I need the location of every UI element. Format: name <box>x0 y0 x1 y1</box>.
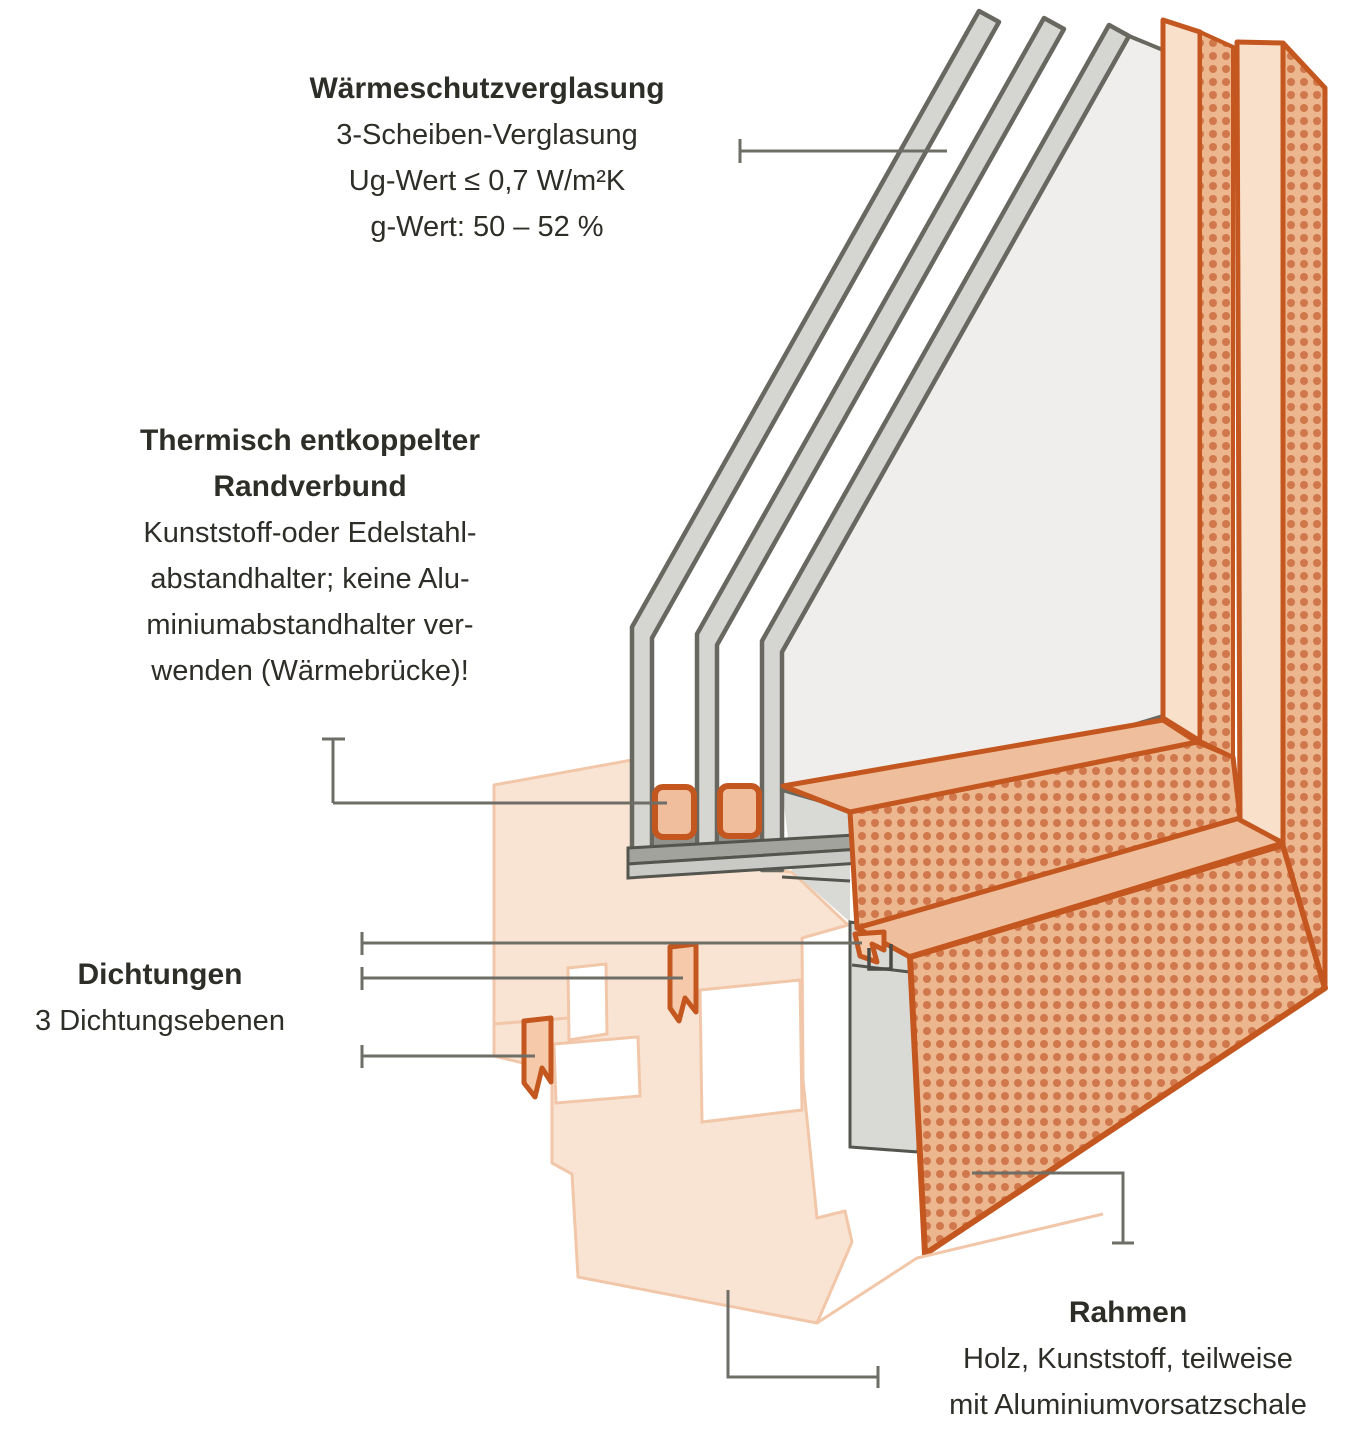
jamb-inner-plain-strip <box>1160 17 1203 744</box>
seal-flag-right <box>852 929 887 965</box>
label-seals-line: 3 Dichtungsebenen <box>35 1005 285 1037</box>
label-glazing-title: Wärmeschutzverglasung <box>309 72 665 105</box>
spacer-2 <box>717 783 762 839</box>
label-edge-bond-line: wenden (Wärmebrücke)! <box>151 655 469 687</box>
label-edge-bond-line: Kunststoff-oder Edelstahl- <box>143 517 477 549</box>
label-frame: Rahmen Holz, Kunststoff, teilweise mit A… <box>878 1290 1355 1428</box>
leader-frame-wood <box>726 1290 878 1379</box>
label-glazing-line: 3-Scheiben-Verglasung <box>336 119 638 151</box>
label-glazing-line: Ug-Wert ≤ 0,7 W/m²K <box>348 165 626 197</box>
label-edge-bond-line: miniumabstandhalter ver- <box>146 609 474 641</box>
sash-detail-line-1 <box>781 875 851 883</box>
profile-gap-2 <box>698 978 804 1124</box>
glass-pane-3 <box>759 22 1132 873</box>
seal-flag-middle <box>667 941 699 1024</box>
label-frame-line: Holz, Kunststoff, teilweise <box>963 1343 1293 1375</box>
label-edge-bond-line: abstandhalter; keine Alu- <box>150 563 470 595</box>
leader-lines <box>322 139 1134 1388</box>
label-edge-bond: Thermisch entkoppelter Randverbund Kunst… <box>10 418 610 694</box>
lower-profile-outline <box>816 1212 1104 1325</box>
label-frame-line: mit Aluminiumvorsatzschale <box>949 1389 1307 1421</box>
label-seals-title: Dichtungen <box>77 958 243 991</box>
seal-channel-notch <box>867 944 893 971</box>
leader-frame-alu <box>972 1171 1125 1243</box>
label-glazing-line: g-Wert: 50 – 52 % <box>370 211 604 243</box>
profile-gap-3 <box>552 1035 642 1105</box>
label-seals: Dichtungen 3 Dichtungsebenen <box>0 952 320 1044</box>
profile-gap-1 <box>566 962 609 1042</box>
label-frame-title: Rahmen <box>1068 1296 1188 1329</box>
spacer-1 <box>652 784 697 840</box>
jamb-outer-plain-strip <box>1234 39 1286 846</box>
jamb-outer-dotted-strip <box>1280 40 1328 991</box>
jamb-inner-dotted-strip <box>1198 30 1235 759</box>
label-edge-bond-title: Thermisch entkoppelter <box>139 424 481 457</box>
seal-flag-left <box>521 1015 554 1100</box>
label-edge-bond-title: Randverbund <box>213 470 407 503</box>
label-glazing: Wärmeschutzverglasung 3-Scheiben-Verglas… <box>187 66 787 250</box>
